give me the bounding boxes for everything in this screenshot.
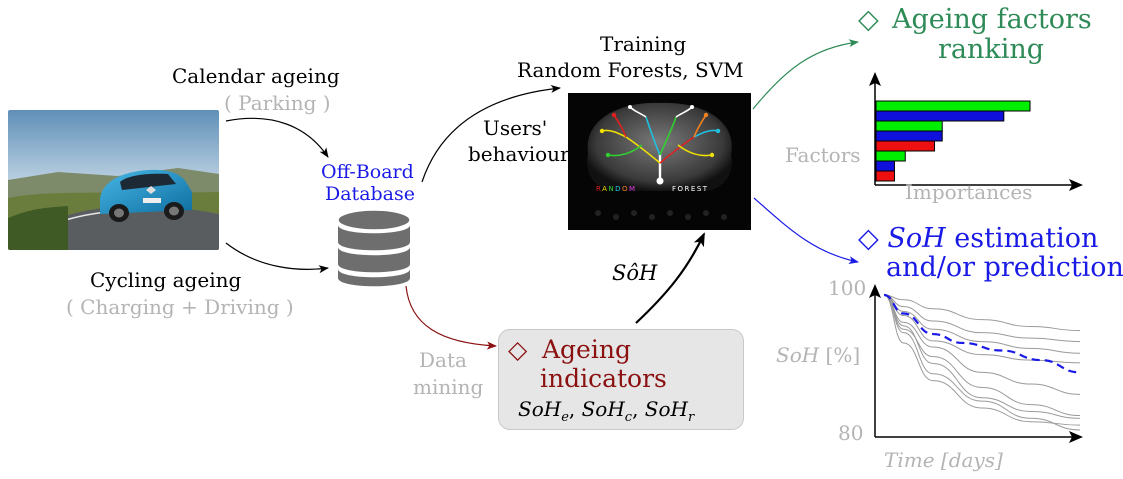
line-chart-ylabel: SoH [%] — [776, 343, 861, 367]
data-mining-line2: mining — [413, 375, 484, 399]
ranking-line2: ranking — [938, 34, 1045, 65]
arrow-training-to-estimation — [753, 197, 859, 265]
cycling-ageing-label: Cycling ageing — [90, 268, 242, 292]
line-chart-ytick-80: 80 — [838, 421, 864, 445]
formula-soh-r: SoHr — [644, 397, 695, 425]
line-chart-xlabel: Time [days] — [884, 448, 1003, 472]
random-forest-image: RANDOM FOREST — [568, 93, 751, 230]
soh-curve-3 — [883, 294, 1081, 354]
forest-tree-icon: RANDOM FOREST — [587, 102, 732, 220]
ranking-line1: Ageing factors — [892, 4, 1092, 35]
soh-curve-9 — [883, 294, 1081, 419]
bar-chart-ylabel: Factors — [785, 143, 861, 167]
soh-mean-curve — [883, 293, 1081, 374]
forest-letter-d: D — [615, 185, 622, 193]
indicators-marker: ◇ — [508, 335, 528, 364]
soh-curve-7 — [883, 294, 1081, 431]
training-label-line2: Random Forests, SVM — [517, 58, 744, 82]
formula-soh-e: SoHe — [518, 397, 569, 425]
indicators-line2: indicators — [540, 364, 667, 393]
formula-soh-c: SoHc — [581, 397, 633, 425]
soh-curve-1 — [883, 294, 1081, 332]
ranking-marker: ◇ — [858, 4, 879, 35]
line-chart-ytick-100: 100 — [828, 276, 867, 300]
cycling-ageing-sub: ( Charging + Driving ) — [66, 295, 294, 319]
calendar-ageing-sub: ( Parking ) — [224, 91, 331, 115]
bar-chart-xlabel: Importances — [905, 180, 1033, 204]
database-label-line2: Database — [325, 183, 416, 205]
soh-curve-5 — [883, 294, 1081, 395]
users-behaviours-line1: Users' — [483, 116, 548, 140]
estimation-title-line2: and/or prediction — [886, 252, 1123, 283]
estimation-soh: SoH — [887, 223, 946, 254]
forest-letter-r: R — [596, 185, 602, 193]
soh-curve-8 — [883, 294, 1081, 426]
database-icon — [337, 209, 411, 287]
calendar-ageing-label: Calendar ageing — [172, 64, 340, 88]
soh-curve-4 — [883, 294, 1081, 364]
forest-letter-o: O — [622, 185, 629, 193]
soh-curve-2 — [883, 294, 1081, 343]
ageing-indicators-box — [498, 329, 744, 430]
arrow-indicators-to-training — [635, 232, 705, 324]
forest-letter-m: M — [629, 185, 637, 193]
data-mining-line1: Data — [419, 348, 467, 372]
forest-letter-a: A — [602, 185, 608, 193]
forest-word: FOREST — [672, 185, 709, 193]
car-photo — [8, 110, 219, 250]
soh-curve-6 — [883, 294, 1081, 417]
arrow-training-to-ranking — [752, 39, 859, 110]
arrow-database-to-indicators — [405, 285, 497, 350]
arrow-calendar-to-database — [225, 117, 329, 158]
users-behaviours-line2: behaviours — [468, 142, 580, 166]
arrow-database-to-training — [421, 84, 561, 183]
forest-letter-n: N — [608, 185, 615, 193]
svg-text:RANDOM: RANDOM — [596, 185, 637, 193]
estimation-marker: ◇ — [858, 223, 879, 254]
arrow-cycling-to-database — [225, 242, 329, 274]
indicators-formula: SoHe, SoHc, SoHr — [518, 397, 695, 425]
soh-hat-label: SôH — [612, 261, 658, 285]
indicators-line1: Ageing — [542, 335, 631, 364]
estimation-word: estimation — [954, 223, 1099, 254]
importance-bar-8 — [875, 170, 895, 182]
estimation-title-line1: ◇ SoH estimation — [858, 223, 1099, 254]
training-label-line1: Training — [600, 32, 687, 56]
database-label-line1: Off-Board — [321, 161, 414, 183]
